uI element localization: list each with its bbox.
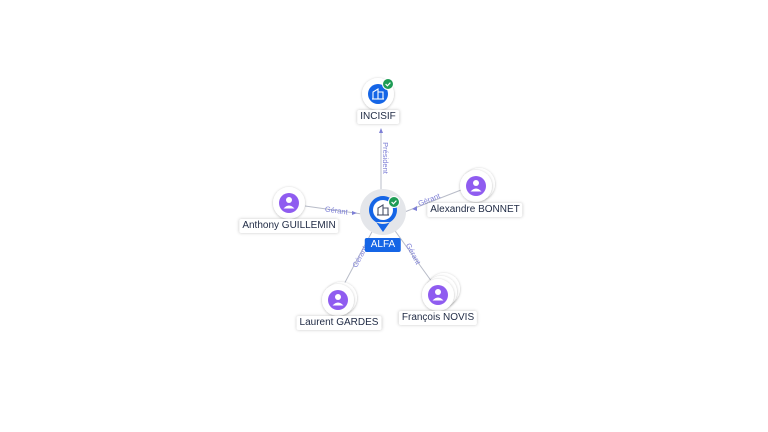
center-label-alfa[interactable]: ALFA — [364, 238, 402, 252]
edge-arrow-alexandre — [412, 206, 417, 211]
company-building-icon — [377, 204, 389, 216]
person-icon — [470, 180, 482, 192]
node-francois[interactable] — [422, 273, 460, 311]
edge-francois — [392, 227, 433, 283]
node-label-alexandre[interactable]: Alexandre BONNET — [427, 203, 523, 217]
edge-arrow-anthony — [352, 211, 357, 215]
verified-check-icon — [382, 78, 394, 90]
node-laurent[interactable] — [322, 282, 357, 316]
edge-label-anthony: Gérant — [324, 204, 349, 216]
person-icon — [432, 289, 444, 301]
verified-check-icon — [388, 196, 400, 208]
node-incisif[interactable] — [362, 78, 394, 110]
node-alexandre[interactable] — [460, 168, 495, 202]
edge-label-francois: Gérant — [404, 242, 423, 267]
node-label-laurent[interactable]: Laurent GARDES — [296, 316, 382, 330]
edge-alexandre — [401, 189, 462, 214]
node-label-francois[interactable]: François NOVIS — [398, 311, 478, 325]
node-label-incisif[interactable]: INCISIF — [357, 110, 399, 124]
edge-label-incisif: Président — [381, 142, 390, 175]
node-label-anthony[interactable]: Anthony GUILLEMIN — [239, 219, 339, 233]
person-icon — [332, 294, 344, 306]
person-icon — [283, 197, 295, 209]
edge-arrow-incisif — [379, 128, 383, 133]
company-building-icon — [372, 88, 384, 100]
node-center-alfa[interactable] — [360, 189, 406, 235]
node-anthony[interactable] — [273, 187, 305, 219]
